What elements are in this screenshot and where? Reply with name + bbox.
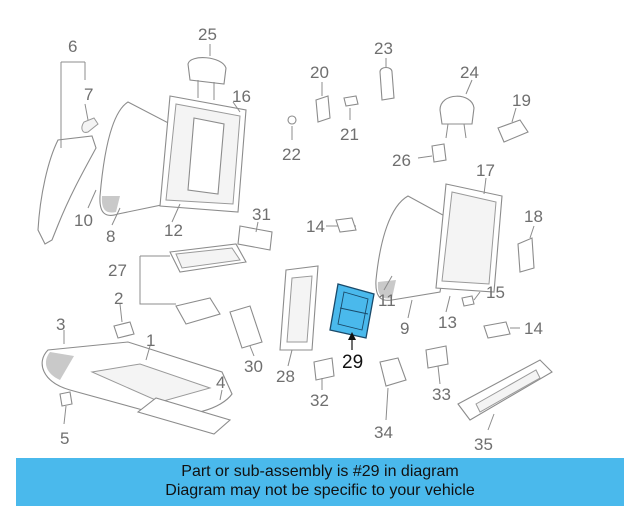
- callout-label: 2: [114, 289, 123, 308]
- callout-label: 24: [460, 63, 479, 82]
- callout-label: 26: [392, 151, 411, 170]
- long-trim-35: [457, 359, 553, 421]
- callout-label: 20: [310, 63, 329, 82]
- callout-label: 4: [216, 373, 225, 392]
- callout-label: 34: [374, 423, 393, 442]
- callout-label: 21: [340, 125, 359, 144]
- callout-label: 33: [432, 385, 451, 404]
- bracket-parts: [59, 321, 449, 407]
- callout-label: 16: [232, 87, 251, 106]
- callout-label: 30: [244, 357, 263, 376]
- seat-frame-parts: [169, 225, 319, 351]
- callout-label: 6: [68, 37, 77, 56]
- banner-line-2: Diagram may not be specific to your vehi…: [165, 482, 475, 499]
- callout-label: 25: [198, 25, 217, 44]
- callout-label: 9: [400, 319, 409, 338]
- info-banner: Part or sub-assembly is #29 in diagram D…: [16, 458, 624, 506]
- seat-cushion: [41, 341, 233, 435]
- callout-label: 5: [60, 429, 69, 448]
- callout-label: 15: [486, 283, 505, 302]
- callout-label: 12: [164, 221, 183, 240]
- callout-label: 32: [310, 391, 329, 410]
- callout-label: 17: [476, 161, 495, 180]
- callout-label: 10: [74, 211, 93, 230]
- parts-diagram: 1 2 3 4 5 6 7 8 10 11 12 13 14 15 16 17 …: [37, 25, 553, 454]
- callout-label: 7: [84, 85, 93, 104]
- callout-label: 27: [108, 261, 127, 280]
- highlighted-part-29: [329, 283, 375, 339]
- callout-labels: 1 2 3 4 5 6 7 8 10 11 12 13 14 15 16 17 …: [56, 25, 543, 454]
- callout-label: 23: [374, 39, 393, 58]
- callout-label: 31: [252, 205, 271, 224]
- callout-label: 35: [474, 435, 493, 454]
- callout-label: 28: [276, 367, 295, 386]
- side-trim-panel: [37, 117, 99, 245]
- callout-label: 11: [378, 291, 396, 310]
- fastener-14: [334, 217, 511, 339]
- callout-label: 18: [524, 207, 543, 226]
- callout-label-29: 29: [342, 352, 363, 373]
- rear-seat-back: [99, 57, 247, 216]
- banner-line-1: Part or sub-assembly is #29 in diagram: [181, 463, 459, 480]
- callout-label: 22: [282, 145, 301, 164]
- callout-label: 19: [512, 91, 531, 110]
- callout-label: 1: [146, 331, 155, 350]
- callout-label: 3: [56, 315, 65, 334]
- callout-label: 14: [306, 217, 325, 236]
- small-hardware: [287, 66, 529, 163]
- callout-label: 8: [106, 227, 115, 246]
- callout-label: 13: [438, 313, 457, 332]
- callout-label: 14: [524, 319, 543, 338]
- right-seat-back: [375, 183, 535, 307]
